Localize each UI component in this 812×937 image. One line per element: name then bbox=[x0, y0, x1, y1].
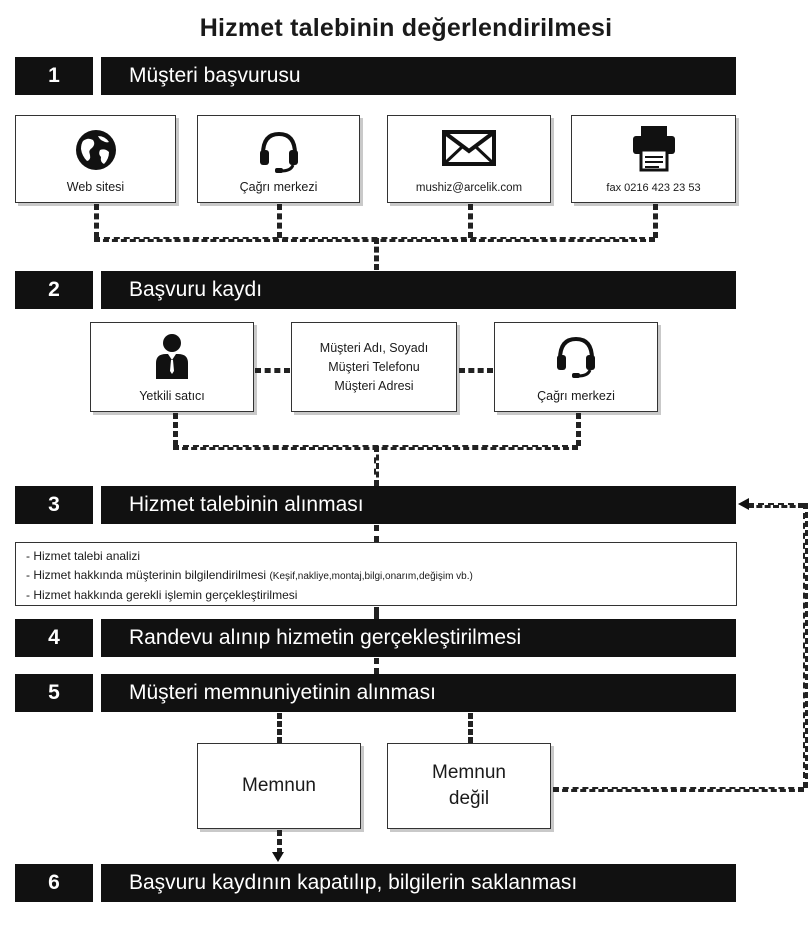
connector-step5-notsatisfied bbox=[468, 713, 473, 743]
globe-icon bbox=[16, 128, 175, 172]
connector-analysis-step4 bbox=[374, 607, 379, 619]
analysis-line-2-suffix: (Keşif,nakliye,montaj,bilgi,onarım,değiş… bbox=[269, 571, 473, 582]
connector-email bbox=[468, 204, 473, 238]
connector-to-step-3 bbox=[374, 446, 379, 486]
step-3-bar: Hizmet talebinin alınması bbox=[101, 486, 736, 524]
connector-step5-satisfied bbox=[277, 713, 282, 743]
person-icon bbox=[91, 333, 253, 381]
channel-email: mushiz@arcelik.com bbox=[387, 115, 551, 203]
feedback-loop-top bbox=[748, 503, 804, 508]
analysis-box: - Hizmet talebi analizi - Hizmet hakkınd… bbox=[15, 542, 737, 606]
analysis-line-3: - Hizmet hakkında gerekli işlemin gerçek… bbox=[26, 588, 298, 602]
step-4-number: 4 bbox=[15, 619, 93, 657]
step-6-number: 6 bbox=[15, 864, 93, 902]
step-5-number: 5 bbox=[15, 674, 93, 712]
step-2-bar: Başvuru kaydı bbox=[101, 271, 736, 309]
fax-icon bbox=[572, 124, 735, 172]
not-satisfied-box: Memnun değil bbox=[387, 743, 551, 829]
registration-dealer: Yetkili satıcı bbox=[90, 322, 254, 412]
analysis-line-1: - Hizmet talebi analizi bbox=[26, 549, 141, 563]
step-4-bar: Randevu alınıp hizmetin gerçekleştirilme… bbox=[101, 619, 736, 657]
headset-icon bbox=[198, 126, 359, 174]
channel-email-label: mushiz@arcelik.com bbox=[415, 182, 523, 194]
connector-dealer-down bbox=[173, 413, 178, 446]
registration-callcenter-label: Çağrı merkezi bbox=[537, 389, 615, 403]
step-6-bar: Başvuru kaydının kapatılıp, bilgilerin s… bbox=[101, 864, 736, 902]
info-line-phone: Müşteri Telefonu bbox=[328, 359, 420, 374]
not-satisfied-label-line-2: değil bbox=[448, 788, 490, 809]
channel-web: Web sitesi bbox=[15, 115, 176, 203]
step-5-bar: Müşteri memnuniyetinin alınması bbox=[101, 674, 736, 712]
connector-fax bbox=[653, 204, 658, 238]
connector-step4-step5 bbox=[374, 658, 379, 674]
channel-callcenter: Çağrı merkezi bbox=[197, 115, 360, 203]
arrow-down-icon bbox=[272, 852, 284, 862]
headset-icon bbox=[495, 331, 657, 379]
channel-callcenter-label: Çağrı merkezi bbox=[239, 180, 318, 194]
connector-to-step-2 bbox=[374, 238, 379, 270]
registration-info-box: Müşteri Adı, Soyadı Müşteri Telefonu Müş… bbox=[291, 322, 457, 412]
envelope-icon bbox=[388, 130, 550, 166]
satisfied-box: Memnun bbox=[197, 743, 361, 829]
connector-callcenter bbox=[277, 204, 282, 238]
step-1-number: 1 bbox=[15, 57, 93, 95]
step-2-number: 2 bbox=[15, 271, 93, 309]
connector-web bbox=[94, 204, 99, 238]
diagram-title: Hizmet talebinin değerlendirilmesi bbox=[199, 14, 613, 42]
connector-satisfied-step6 bbox=[277, 830, 282, 854]
analysis-line-2-wrap: - Hizmet hakkında müşterinin bilgilendir… bbox=[26, 566, 726, 586]
info-line-address: Müşteri Adresi bbox=[334, 378, 414, 393]
arrow-left-icon bbox=[738, 498, 750, 510]
not-satisfied-label-line-1: Memnun bbox=[432, 762, 506, 783]
connector-dealer-info bbox=[255, 368, 290, 373]
connector-info-callcenter bbox=[459, 368, 493, 373]
connector-step3-analysis bbox=[374, 525, 379, 542]
channel-fax-label: fax 0216 423 23 53 bbox=[606, 182, 701, 194]
channel-web-label: Web sitesi bbox=[66, 180, 125, 194]
info-line-name: Müşteri Adı, Soyadı bbox=[319, 340, 429, 355]
feedback-loop-right bbox=[803, 503, 808, 788]
step-1-bar: Müşteri başvurusu bbox=[101, 57, 736, 95]
step-3-number: 3 bbox=[15, 486, 93, 524]
registration-dealer-label: Yetkili satıcı bbox=[139, 389, 205, 403]
feedback-loop-bottom bbox=[553, 787, 804, 792]
connector-callcenter-down bbox=[576, 413, 581, 446]
channel-fax: fax 0216 423 23 53 bbox=[571, 115, 736, 203]
registration-callcenter: Çağrı merkezi bbox=[494, 322, 658, 412]
analysis-line-2: - Hizmet hakkında müşterinin bilgilendir… bbox=[26, 568, 267, 582]
satisfied-label: Memnun bbox=[242, 775, 316, 796]
